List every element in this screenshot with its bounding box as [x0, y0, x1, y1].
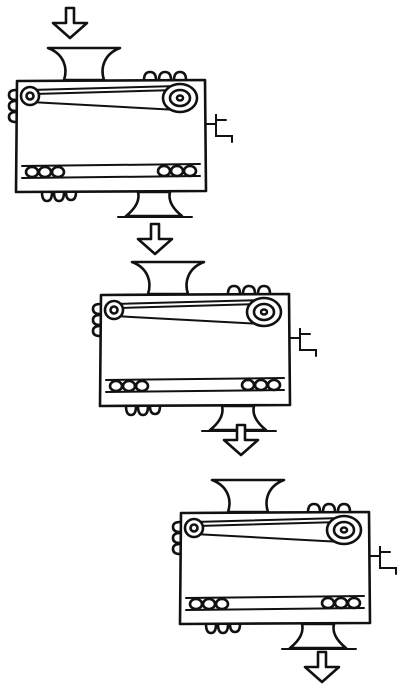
- arrow-to-machine-2-icon: [136, 222, 174, 256]
- output-arrow-icon: [303, 650, 341, 684]
- machine-3: [171, 478, 398, 651]
- input-arrow-icon: [51, 6, 89, 40]
- machine-2: [91, 260, 318, 433]
- machine-1: [7, 46, 234, 219]
